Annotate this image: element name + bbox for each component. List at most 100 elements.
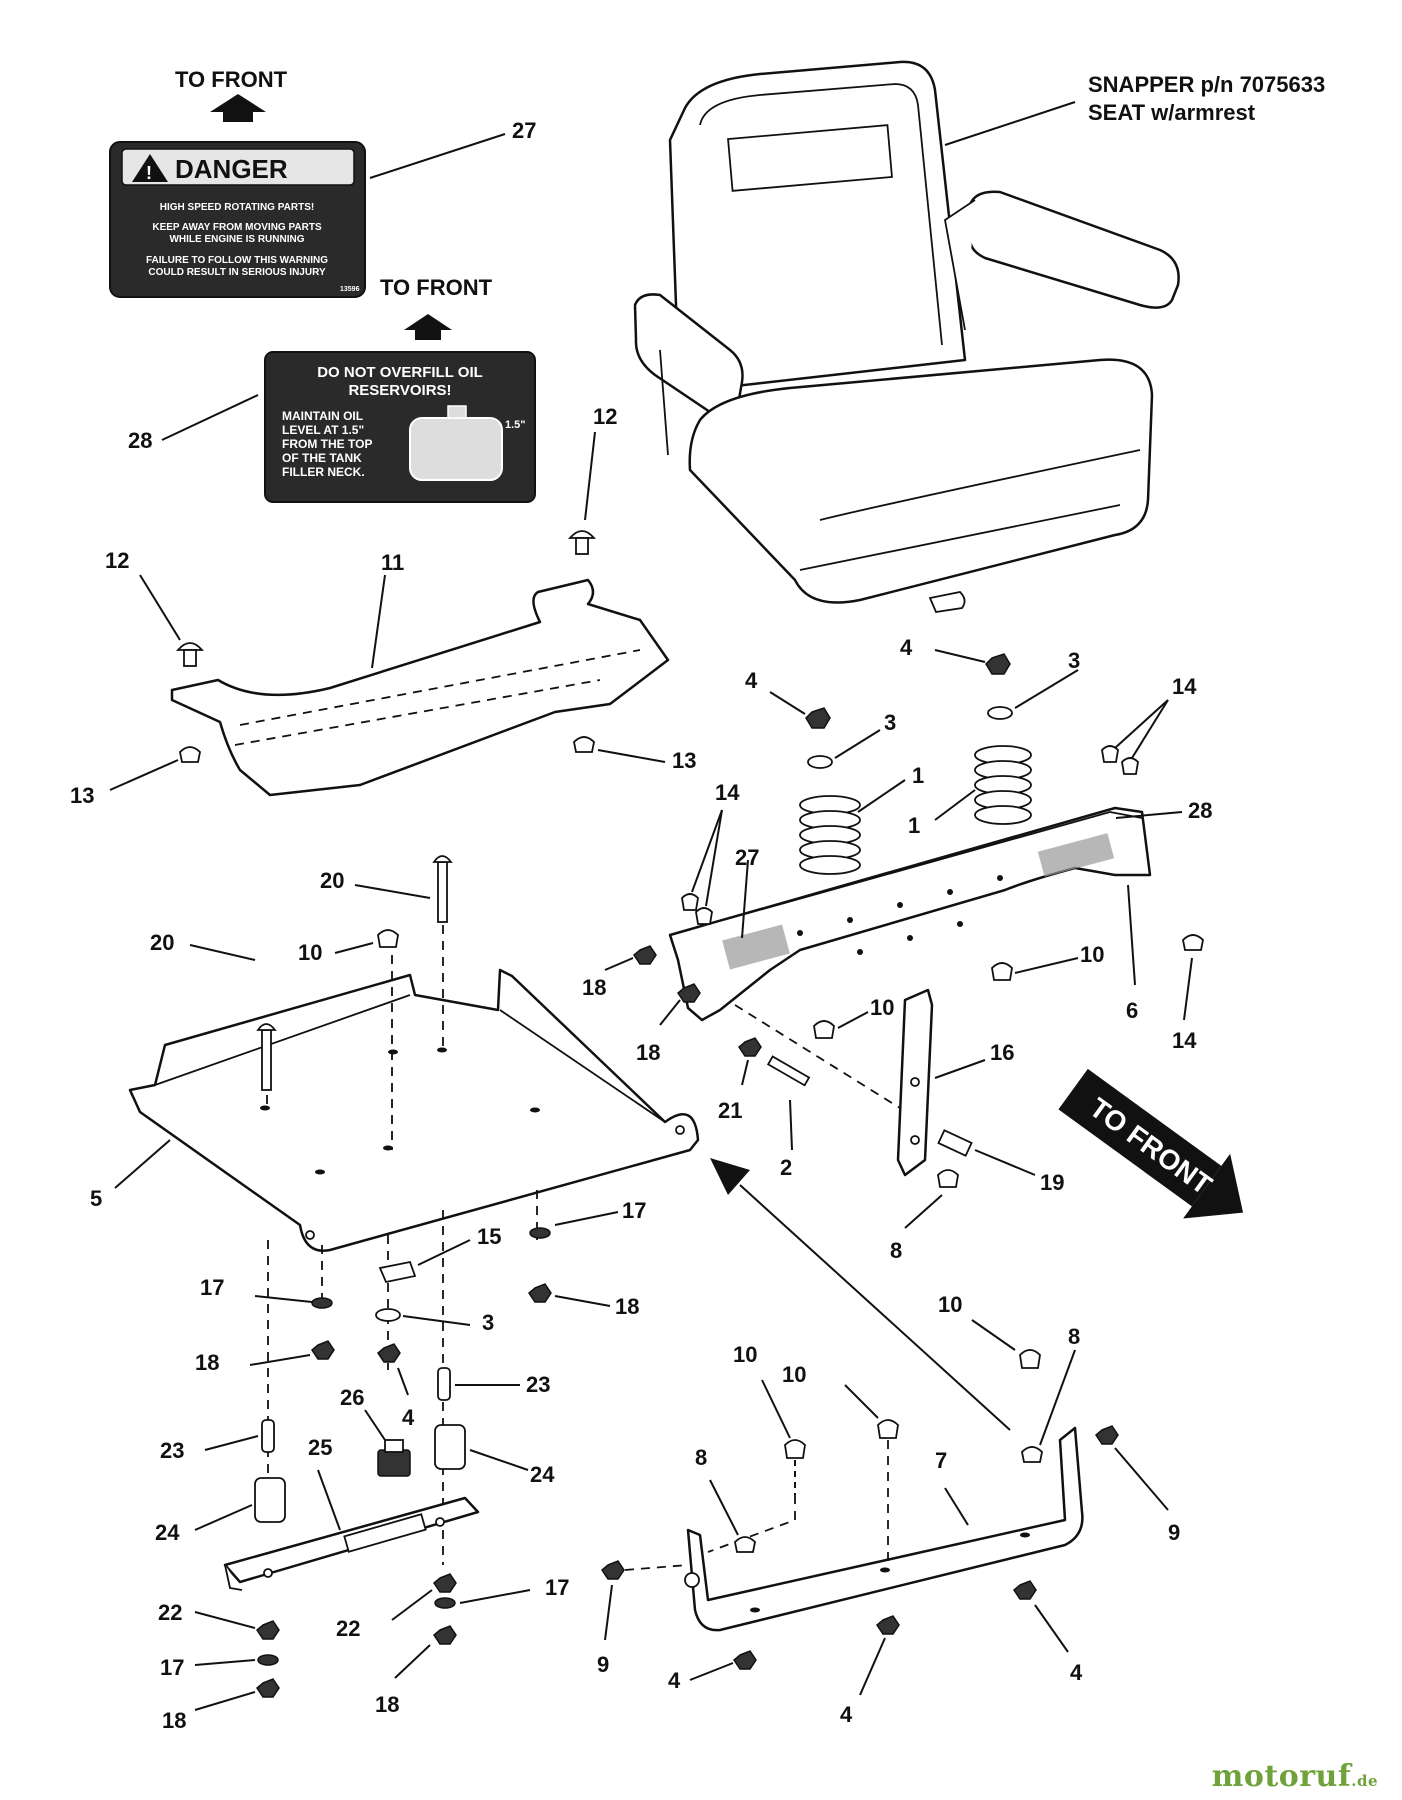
callout-18-mid2: 18 — [375, 1692, 399, 1717]
callout-18-bottom: 18 — [162, 1708, 186, 1733]
callout-17-bottom: 17 — [160, 1655, 184, 1680]
callout-9-right: 9 — [1168, 1520, 1180, 1545]
spring-right — [974, 745, 1032, 825]
callout-18-b: 18 — [636, 1040, 660, 1065]
callout-23-left: 23 — [160, 1438, 184, 1463]
callout-17-left: 17 — [200, 1275, 224, 1300]
danger-line-4: FAILURE TO FOLLOW THIS WARNING — [146, 255, 328, 266]
to-front-label-top: TO FRONT — [175, 67, 288, 92]
part-6-frame — [668, 806, 1152, 1022]
callout-10-b2: 10 — [782, 1362, 806, 1387]
callout-3-mid: 3 — [482, 1310, 494, 1335]
callout-27-mid: 27 — [735, 845, 759, 870]
callout-14-right: 14 — [1172, 1028, 1197, 1053]
callout-19: 19 — [1040, 1170, 1064, 1195]
danger-line-3: WHILE ENGINE IS RUNNING — [169, 234, 304, 245]
to-front-label-right: TO FRONT — [1084, 1092, 1218, 1201]
watermark-logo: motoruf.de — [1211, 1759, 1378, 1794]
callout-24-right: 24 — [530, 1462, 555, 1487]
callout-4-seat: 4 — [900, 635, 913, 660]
callout-12-left: 12 — [105, 548, 129, 573]
oil-dim: 1.5" — [505, 419, 526, 431]
callout-10-pan: 10 — [298, 940, 322, 965]
callout-7: 7 — [935, 1448, 947, 1473]
oil-line-3: FROM THE TOP — [282, 437, 372, 451]
callout-27-top: 27 — [512, 118, 536, 143]
spring-left — [799, 795, 861, 875]
callout-15: 15 — [477, 1224, 501, 1249]
arrow-head-icon — [710, 1158, 750, 1195]
oil-title-2: RESERVOIRS! — [348, 382, 451, 399]
callout-2: 2 — [780, 1155, 792, 1180]
callout-22-left: 22 — [158, 1600, 182, 1625]
warning-triangle-icon — [132, 154, 168, 182]
callout-23-right: 23 — [526, 1372, 550, 1397]
oil-reservoir-decal: DO NOT OVERFILL OIL RESERVOIRS! MAINTAIN… — [264, 351, 536, 503]
callout-3-left: 3 — [884, 710, 896, 735]
callout-10-b3: 10 — [938, 1292, 962, 1317]
seat-description: SEAT w/armrest — [1088, 100, 1256, 125]
callout-17-right: 17 — [622, 1198, 646, 1223]
oil-line-4: OF THE TANK — [282, 451, 362, 465]
to-front-arrow-right: TO FRONT — [1058, 1068, 1244, 1219]
danger-line-2: KEEP AWAY FROM MOVING PARTS — [152, 222, 322, 233]
callout-22-mid: 22 — [336, 1616, 360, 1641]
seat-part-number: SNAPPER p/n 7075633 — [1088, 72, 1325, 97]
callout-14-top: 14 — [1172, 674, 1197, 699]
callout-13-right: 13 — [672, 748, 696, 773]
callout-8-b1: 8 — [1068, 1324, 1080, 1349]
callout-4-left: 4 — [745, 668, 758, 693]
danger-title: DANGER — [175, 154, 288, 184]
callout-9-left: 9 — [597, 1652, 609, 1677]
part-5-pan — [128, 968, 700, 1252]
danger-line-5: COULD RESULT IN SERIOUS INJURY — [148, 267, 326, 278]
callout-18-a: 18 — [582, 975, 606, 1000]
callout-18-left: 18 — [195, 1350, 219, 1375]
callout-24-left: 24 — [155, 1520, 180, 1545]
oil-line-1: MAINTAIN OIL — [282, 409, 363, 423]
callout-13-left: 13 — [70, 783, 94, 808]
callout-20-top: 20 — [320, 868, 344, 893]
callout-5: 5 — [90, 1186, 102, 1211]
danger-decal: ! DANGER HIGH SPEED ROTATING PARTS! KEEP… — [109, 141, 366, 298]
callout-6: 6 — [1126, 998, 1138, 1023]
callout-1-left: 1 — [912, 763, 924, 788]
callout-8-mid: 8 — [890, 1238, 902, 1263]
oil-line-5: FILLER NECK. — [282, 465, 365, 479]
callout-4-b3: 4 — [1070, 1660, 1083, 1685]
callout-4-b2: 4 — [840, 1702, 853, 1727]
callout-26: 26 — [340, 1385, 364, 1410]
danger-line-1: HIGH SPEED ROTATING PARTS! — [160, 202, 314, 213]
callout-10-b1: 10 — [733, 1342, 757, 1367]
callout-3-seat: 3 — [1068, 648, 1080, 673]
callout-4-mid: 4 — [402, 1405, 415, 1430]
callout-20-left: 20 — [150, 930, 174, 955]
callout-14-mid: 14 — [715, 780, 740, 805]
callout-17-mid: 17 — [545, 1575, 569, 1600]
danger-code: 13596 — [340, 286, 360, 293]
part-11-plate — [170, 578, 670, 797]
to-front-label-middle: TO FRONT — [380, 275, 493, 300]
seat-assembly — [633, 60, 1180, 613]
callout-11: 11 — [381, 550, 404, 575]
callout-4-b1: 4 — [668, 1668, 681, 1693]
callout-28-right: 28 — [1188, 798, 1212, 823]
part-7-bracket — [684, 1426, 1084, 1632]
oil-tank-icon — [409, 417, 503, 481]
callout-16: 16 — [990, 1040, 1014, 1065]
up-arrow-icon — [404, 314, 452, 340]
callout-18-right: 18 — [615, 1294, 639, 1319]
up-arrow-icon — [210, 94, 266, 122]
oil-title-1: DO NOT OVERFILL OIL — [317, 364, 483, 381]
callout-21: 21 — [718, 1098, 742, 1123]
callout-8-b2: 8 — [695, 1445, 707, 1470]
callout-25: 25 — [308, 1435, 332, 1460]
callout-10-frame2: 10 — [870, 995, 894, 1020]
callout-10-frame: 10 — [1080, 942, 1104, 967]
oil-line-2: LEVEL AT 1.5" — [282, 423, 364, 437]
callout-28-left: 28 — [128, 428, 152, 453]
svg-text:!: ! — [146, 163, 152, 183]
callout-1-right: 1 — [908, 813, 920, 838]
callout-12-right: 12 — [593, 404, 617, 429]
